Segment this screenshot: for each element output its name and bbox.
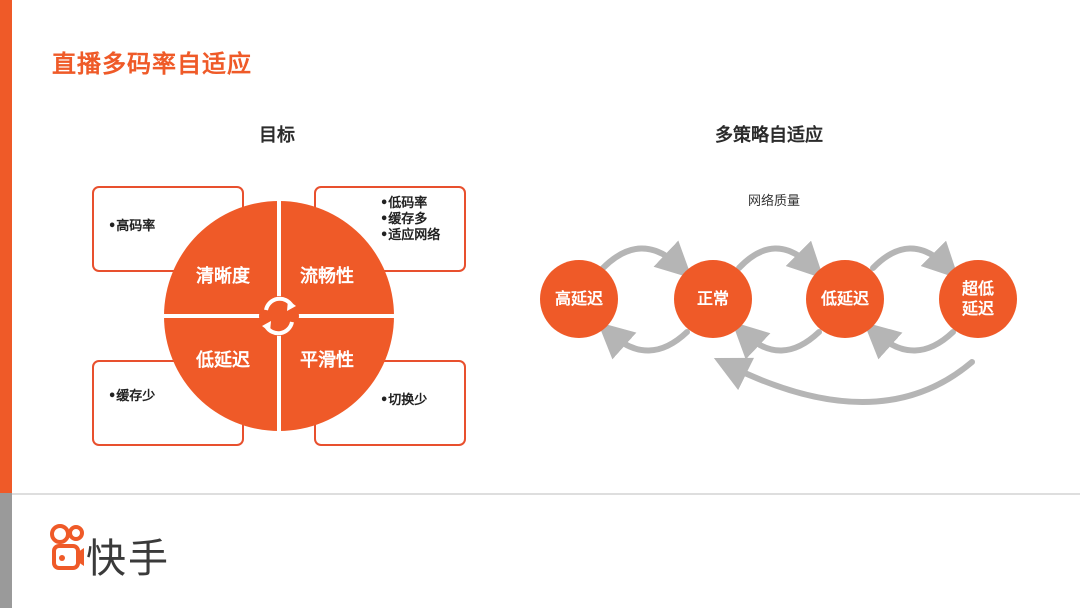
strategy-title: 多策略自适应 — [715, 125, 823, 146]
arrow-normal-to-high — [597, 322, 690, 360]
goal-box-fluency-text: •低码率 •缓存多 •适应网络 — [380, 196, 440, 244]
goal-box-smoothness-item: •切换少 — [380, 393, 428, 408]
goal-box-fluency-item: •低码率 — [380, 196, 428, 211]
accent-bar — [0, 0, 12, 493]
strategy-arrows — [597, 240, 975, 405]
goal-box-smoothness-text: •切换少 — [380, 393, 427, 409]
quadrant-label-fluency: 流畅性 — [300, 266, 354, 287]
goal-box-latency-item: •缓存少 — [108, 389, 156, 404]
footer-accent-bar — [0, 493, 12, 608]
arrow-low-to-normal — [731, 321, 822, 360]
footer-divider — [12, 493, 1080, 495]
node-high-latency — [540, 260, 618, 338]
quadrant-label-clarity: 清晰度 — [196, 266, 250, 287]
arrow-high-to-normal — [600, 240, 693, 279]
goal-box-latency-text: •缓存少 — [108, 389, 155, 405]
strategy-nodes — [540, 260, 1017, 338]
node-low-latency — [806, 260, 884, 338]
node-label-low-latency: 低延迟 — [820, 289, 869, 308]
goal-box-clarity-text: •高码率 — [108, 219, 155, 235]
brand-name: 快手 — [86, 536, 170, 582]
arrow-low-to-ultralow — [870, 240, 959, 279]
arrow-ultralow-to-normal — [713, 357, 975, 405]
node-ultra-low-latency — [939, 260, 1017, 338]
node-label-ultra-low-latency: 超低 延迟 — [961, 279, 994, 318]
goal-box-fluency-item: •适应网络 — [380, 228, 441, 243]
kuaishou-logo-icon — [50, 524, 84, 570]
arrow-normal-to-low — [736, 240, 824, 279]
goal-box-fluency-item: •缓存多 — [380, 212, 428, 227]
node-normal — [674, 260, 752, 338]
arrow-ultralow-to-low — [863, 322, 956, 360]
quadrant-label-smoothness: 平滑性 — [300, 350, 354, 371]
node-label-normal: 正常 — [696, 289, 729, 308]
goal-box-clarity-item: •高码率 — [108, 219, 156, 234]
quadrant-label-latency: 低延迟 — [196, 350, 250, 371]
page-title: 直播多码率自适应 — [52, 50, 252, 78]
goals-title: 目标 — [259, 125, 295, 146]
cycle-icon — [259, 296, 299, 336]
node-label-high-latency: 高延迟 — [554, 289, 603, 308]
network-quality-label: 网络质量 — [748, 194, 801, 209]
goals-circle — [159, 196, 399, 436]
